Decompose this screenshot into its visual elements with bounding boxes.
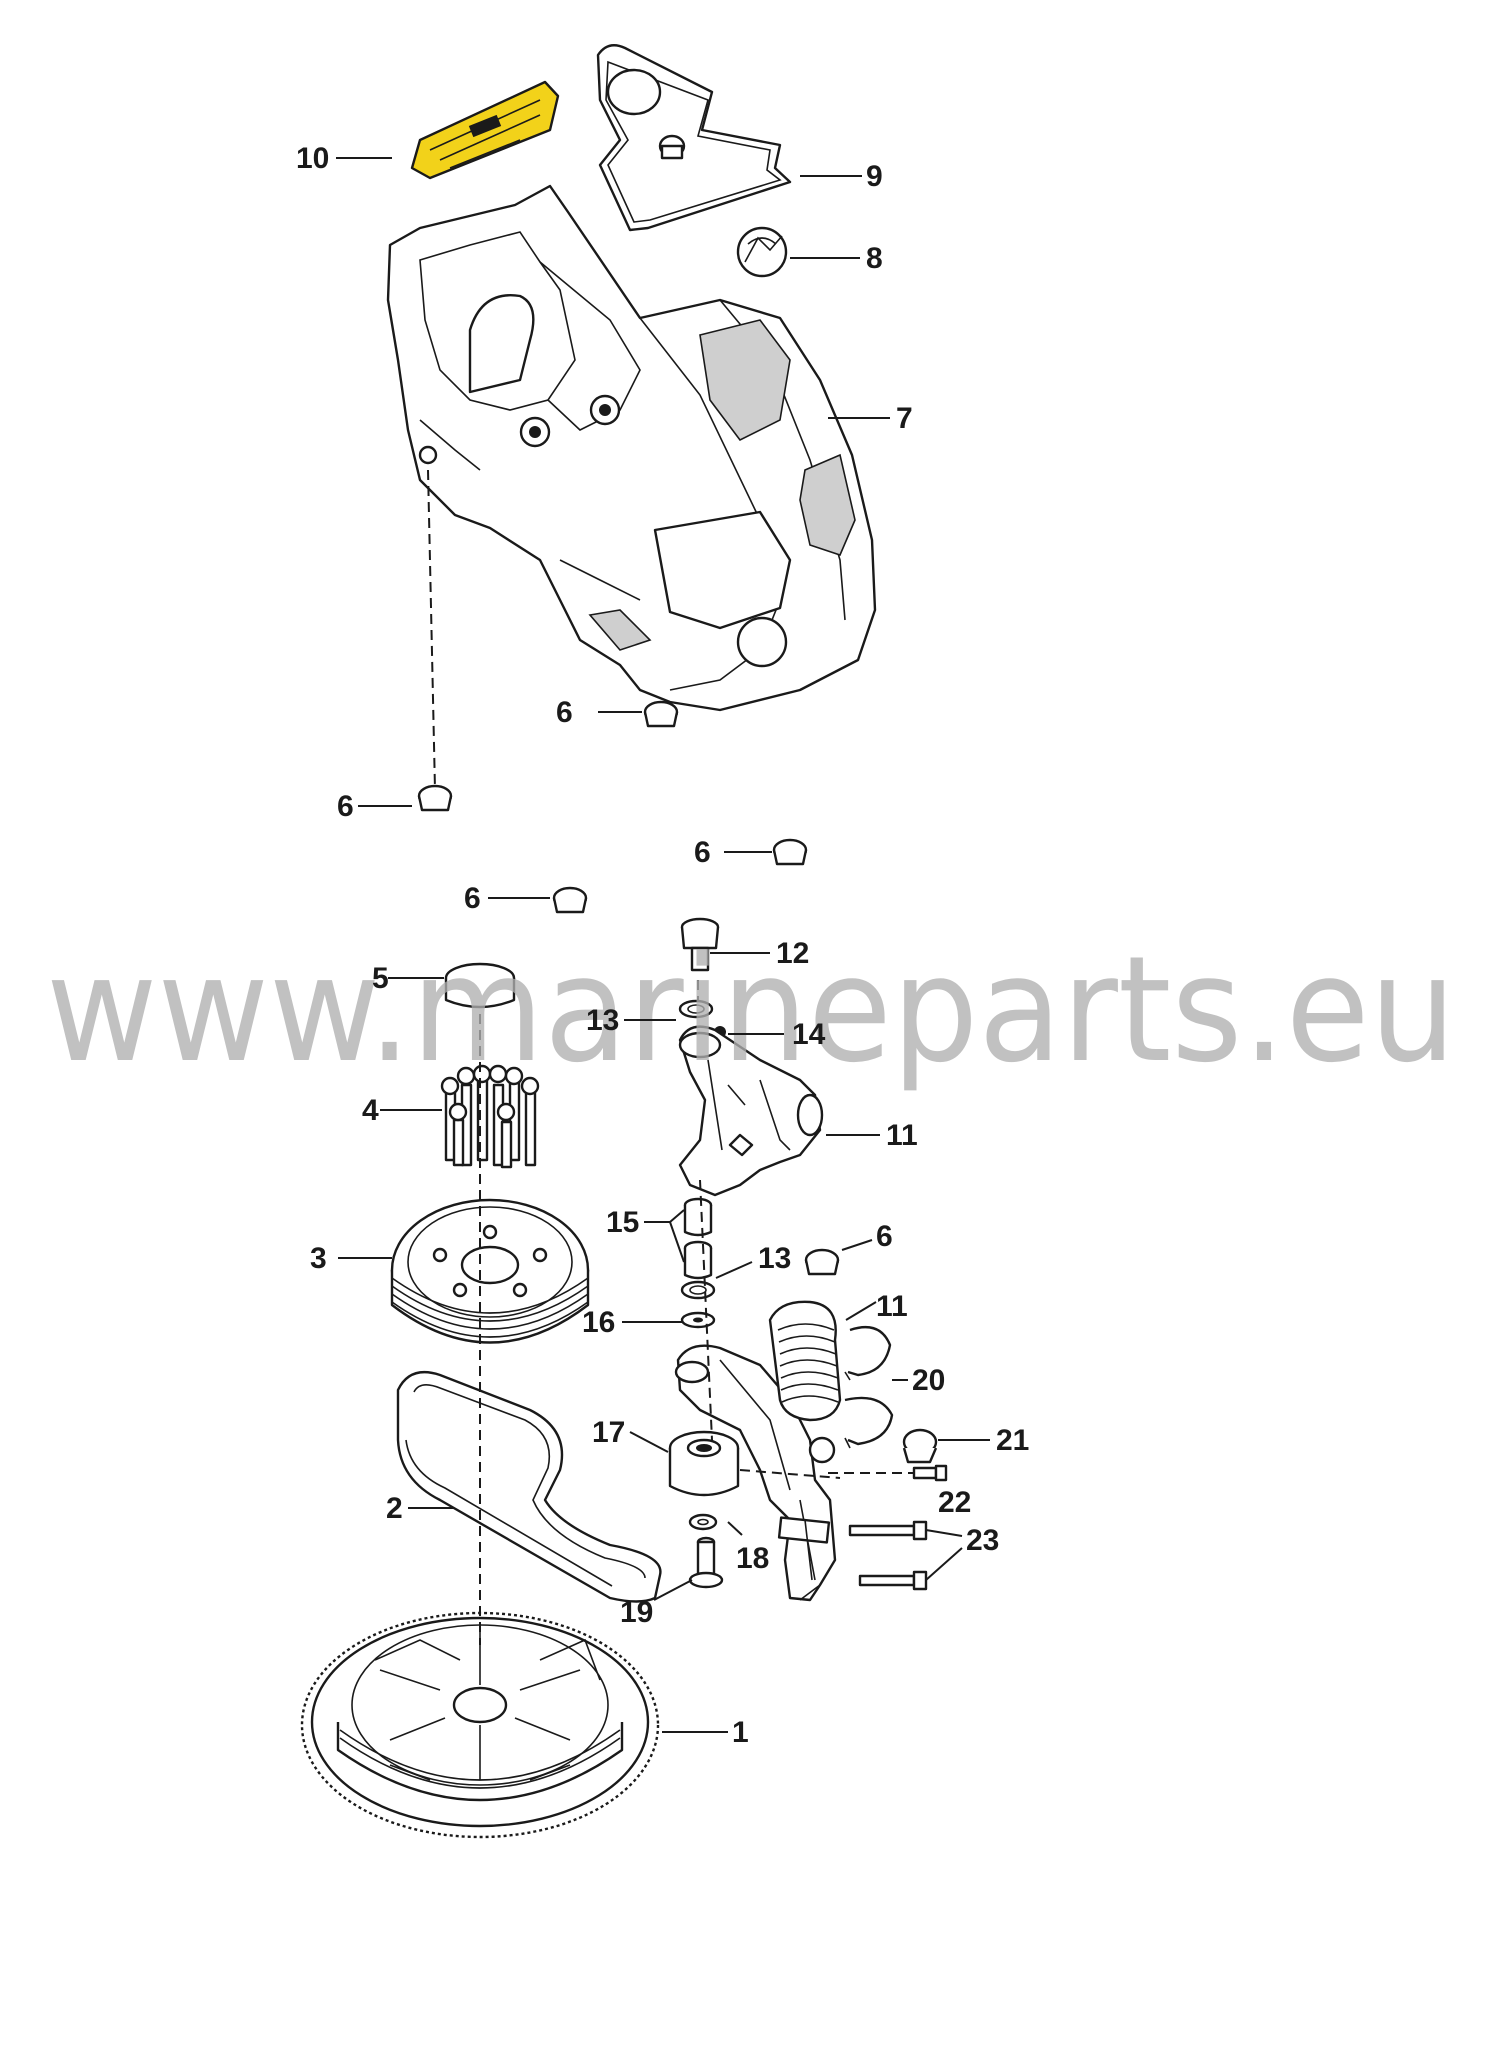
- part-11-tensioner-arm: [678, 1025, 824, 1197]
- part-11-bracket: [674, 1344, 837, 1602]
- part-13-washer-upper: [678, 999, 714, 1019]
- part-3-pulley: [390, 1198, 590, 1344]
- part-16-washer: [680, 1311, 716, 1329]
- label-7: 7: [896, 402, 913, 435]
- label-6-b: 6: [337, 790, 354, 823]
- part-13-washer-lower: [680, 1280, 716, 1300]
- label-2: 2: [386, 1492, 403, 1525]
- label-6-d: 6: [464, 882, 481, 915]
- part-1-flywheel: [300, 1611, 660, 1839]
- label-17: 17: [592, 1416, 625, 1449]
- part-6-grommet-right: [804, 1248, 840, 1276]
- mercury-logo-icon: [736, 226, 788, 278]
- label-9: 9: [866, 160, 883, 193]
- label-15: 15: [606, 1206, 639, 1239]
- label-18: 18: [736, 1542, 769, 1575]
- part-9-gasket-plate: [596, 44, 792, 232]
- part-20-clip-upper: [844, 1325, 892, 1381]
- part-12-pin: [680, 917, 720, 972]
- part-22-fastener: [912, 1464, 948, 1482]
- label-14: 14: [792, 1018, 826, 1051]
- label-10: 10: [296, 142, 329, 175]
- label-6-e: 6: [876, 1220, 893, 1253]
- part-4-bolt-set: [440, 1064, 540, 1169]
- part-19-bolt: [688, 1536, 724, 1589]
- watermark-text: www.marineparts.eu: [46, 925, 1456, 1095]
- label-6-c: 6: [694, 836, 711, 869]
- part-7-engine-cowl: [386, 184, 877, 712]
- label-6-a: 6: [556, 696, 573, 729]
- part-18-washer: [688, 1513, 718, 1531]
- label-23: 23: [966, 1524, 999, 1557]
- label-4: 4: [362, 1094, 379, 1127]
- label-1: 1: [732, 1716, 749, 1749]
- leader-lines: [336, 157, 990, 1733]
- label-11-a: 11: [886, 1119, 918, 1152]
- part-5-cap: [444, 962, 516, 1009]
- part-6-grommet-left: [417, 784, 453, 812]
- label-8: 8: [866, 242, 883, 275]
- part-15-bushing-lower: [683, 1240, 713, 1280]
- label-16: 16: [582, 1306, 615, 1339]
- label-11-b: 11: [876, 1290, 908, 1323]
- label-19: 19: [620, 1596, 653, 1629]
- part-20-clip-lower: [844, 1396, 894, 1449]
- label-13-b: 13: [758, 1242, 791, 1275]
- label-13-a: 13: [586, 1004, 619, 1037]
- part-6-grommet-mid: [772, 838, 808, 866]
- part-10-decal: [410, 80, 560, 180]
- part-21-clamp: [902, 1428, 938, 1464]
- part-17-idler-pulley: [668, 1430, 740, 1497]
- part-6-grommet-small: [552, 886, 588, 914]
- label-22: 22: [938, 1486, 971, 1519]
- part-23-bolt-upper: [848, 1520, 928, 1541]
- part-23-bolt-lower: [858, 1570, 928, 1591]
- part-6-grommet-upper: [643, 700, 679, 728]
- label-3: 3: [310, 1242, 327, 1275]
- part-15-bushing-upper: [683, 1197, 713, 1237]
- label-20: 20: [912, 1364, 945, 1397]
- label-21: 21: [996, 1424, 1029, 1457]
- label-5: 5: [372, 962, 389, 995]
- part-2-belt: [396, 1370, 662, 1603]
- spring-coil: [768, 1300, 842, 1422]
- label-12: 12: [776, 937, 809, 970]
